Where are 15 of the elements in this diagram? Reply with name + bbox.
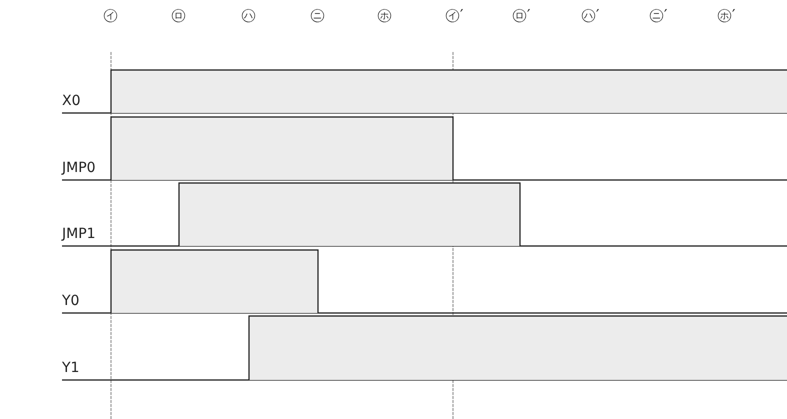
time-point-label: ㋺ xyxy=(171,6,186,25)
time-point-label: ㋭ xyxy=(377,6,392,25)
signal-name: JMP1 xyxy=(62,226,96,242)
time-point-label: ㋩ xyxy=(241,6,256,25)
signal-name: Y0 xyxy=(62,293,80,309)
time-point-label: ㋥′ xyxy=(649,6,668,25)
signal-name: JMP0 xyxy=(62,160,96,176)
time-point-label: ㋑′ xyxy=(445,6,464,25)
time-point-label: ㋺′ xyxy=(512,6,530,25)
time-point-label: ㋥ xyxy=(310,6,325,25)
signal-name: Y1 xyxy=(62,360,80,376)
time-point-label: ㋭′ xyxy=(717,6,736,25)
signal-name: X0 xyxy=(62,93,80,109)
time-point-label: ㋑ xyxy=(103,6,118,25)
time-point-label: ㋩′ xyxy=(581,6,600,25)
